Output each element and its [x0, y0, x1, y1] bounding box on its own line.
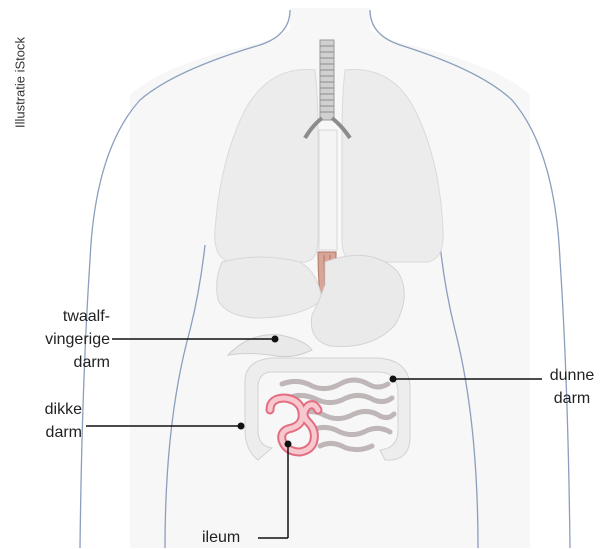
- label-ileum: ileum: [202, 526, 254, 549]
- liver: [217, 257, 322, 318]
- label-dunne-darm: dunne darm: [546, 364, 598, 410]
- label-twaalfvingerige-darm: twaalf- vingerige darm: [16, 305, 110, 374]
- label-dikke-darm: dikke darm: [30, 398, 82, 444]
